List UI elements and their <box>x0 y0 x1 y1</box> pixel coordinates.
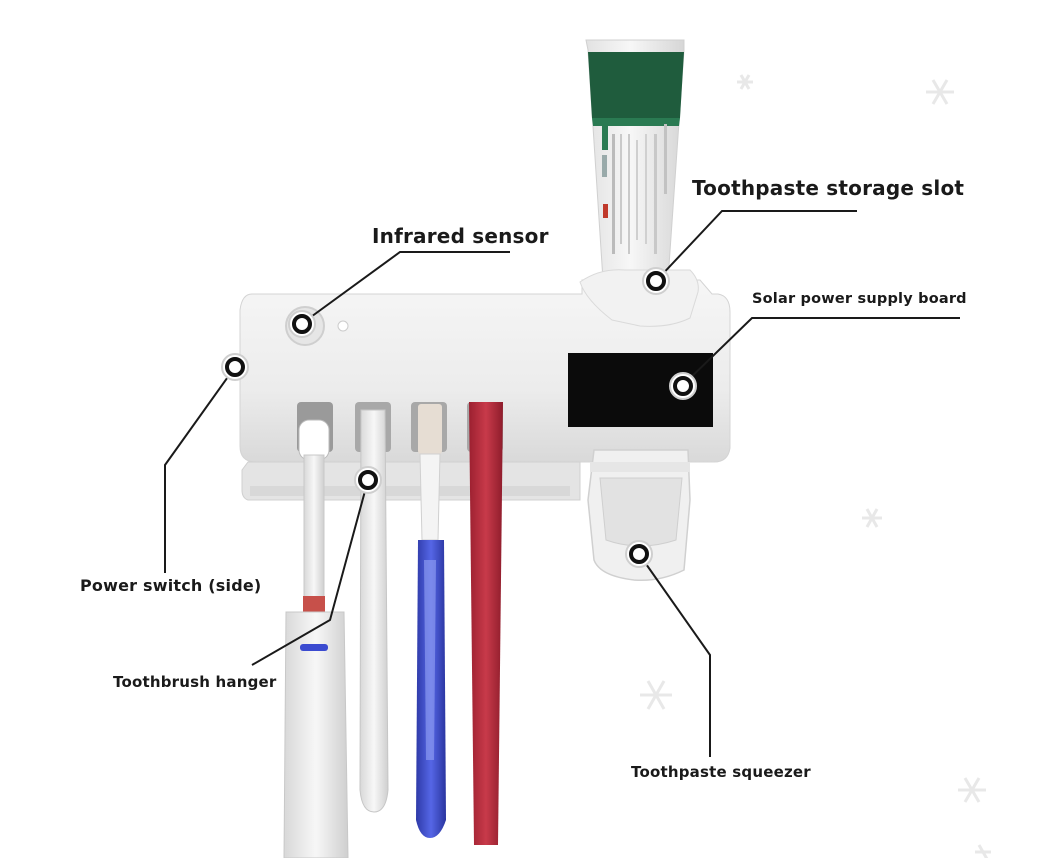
callout-line-squeezer <box>638 553 711 757</box>
marker-hanger <box>354 466 382 494</box>
electric-toothbrush <box>283 419 349 858</box>
white-toothbrush <box>359 409 389 813</box>
marker-power <box>221 353 249 381</box>
label-toothbrush-hanger: Toothbrush hanger <box>113 673 277 691</box>
label-infrared-sensor: Infrared sensor <box>372 224 549 248</box>
callout-line-power <box>164 366 236 573</box>
marker-solar <box>669 372 697 400</box>
callout-markers <box>221 267 697 568</box>
toothpaste-squeezer-part <box>587 449 691 582</box>
callout-line-hanger <box>251 479 369 666</box>
callout-line-infrared <box>303 251 510 323</box>
snowflake-icon <box>640 680 672 710</box>
decorative-snowflakes <box>640 74 991 858</box>
label-power-switch: Power switch (side) <box>80 576 262 595</box>
snowflake-icon <box>737 74 753 90</box>
callout-line-toothpaste-slot <box>655 210 857 282</box>
snowflake-icon <box>862 508 882 528</box>
label-solar-power-supply-board: Solar power supply board <box>752 291 967 307</box>
label-toothpaste-storage-slot: Toothpaste storage slot <box>692 176 965 200</box>
marker-squeezer <box>625 540 653 568</box>
label-toothpaste-squeezer: Toothpaste squeezer <box>631 763 811 781</box>
marker-toothpaste-slot <box>642 267 670 295</box>
callout-lines <box>164 210 960 757</box>
red-toothbrush <box>469 402 503 845</box>
toothpaste-tube <box>585 39 685 281</box>
blue-toothbrush <box>416 404 446 838</box>
snowflake-icon <box>958 777 986 803</box>
callout-line-solar <box>682 317 960 386</box>
marker-infrared <box>288 310 316 338</box>
snowflake-icon <box>975 844 991 858</box>
snowflake-icon <box>926 79 954 105</box>
